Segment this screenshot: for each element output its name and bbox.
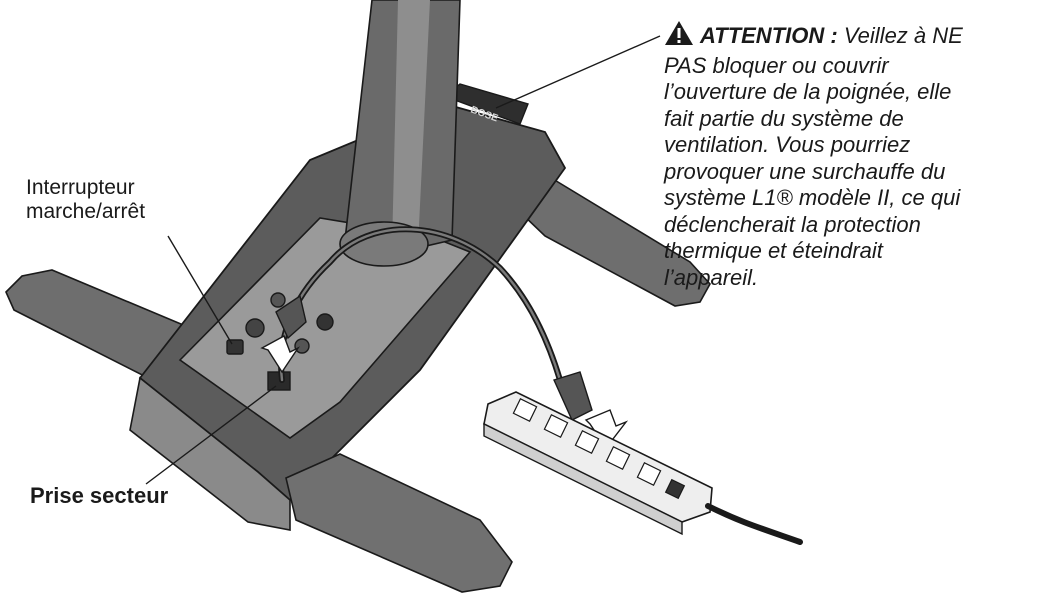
attention-line: système L1® modèle II, ce qui — [664, 185, 961, 210]
power-strip-outlet — [605, 446, 631, 470]
attention-line: déclencherait la protection — [664, 211, 921, 237]
leader-line-switch — [167, 235, 233, 345]
power-strip-side — [483, 422, 683, 536]
power-inlet-label: Prise secteur — [30, 483, 169, 508]
attention-heading: ATTENTION : — [700, 23, 838, 48]
power-strip-switch — [664, 478, 686, 500]
input-jack — [294, 338, 310, 354]
input-jack — [270, 292, 286, 308]
leader-line-power — [145, 385, 277, 485]
cord-plug-appliance — [275, 294, 307, 340]
leader-line-handle — [495, 35, 661, 109]
power-strip-cable — [705, 503, 803, 545]
input-jack — [245, 318, 265, 338]
attention-line: fait partie du système de — [664, 105, 904, 131]
insert-arrow-outlet — [584, 409, 629, 450]
power-strip-outlet — [543, 414, 569, 438]
insert-arrow-inlet — [260, 334, 301, 374]
column-collar — [339, 221, 429, 267]
attention-note: ATTENTION : Veillez à NE PAS bloquer ou … — [664, 20, 1036, 291]
attention-line: ventilation. Vous pourriez — [664, 132, 911, 157]
cord-plug-wall — [553, 371, 593, 421]
attention-line: provoquer une surchauffe du — [664, 158, 946, 184]
power-strip-outlet — [574, 430, 600, 454]
stand-foot-back-right — [518, 174, 711, 307]
power-strip-outlet — [636, 462, 662, 486]
power-switch-label: Interrupteur marche/arrêt — [26, 176, 145, 224]
input-jack — [316, 313, 334, 331]
power-switch — [226, 339, 244, 355]
power-switch-label-line2: marche/arrêt — [26, 200, 146, 223]
stand-base-bevel — [129, 376, 291, 531]
attention-line: Veillez à NE — [843, 23, 963, 48]
warning-triangle-icon — [664, 20, 694, 53]
power-switch-label-line1: Interrupteur — [26, 176, 135, 199]
attention-line: PAS bloquer ou couvrir — [664, 52, 889, 78]
attention-line: thermique et éteindrait — [664, 238, 883, 263]
attention-line: l’appareil. — [664, 264, 759, 290]
stand-foot-front — [285, 453, 513, 593]
speaker-column-highlight — [392, 0, 430, 248]
attention-line: l’ouverture de la poignée, elle — [664, 79, 952, 104]
power-strip-outlet — [512, 398, 538, 422]
